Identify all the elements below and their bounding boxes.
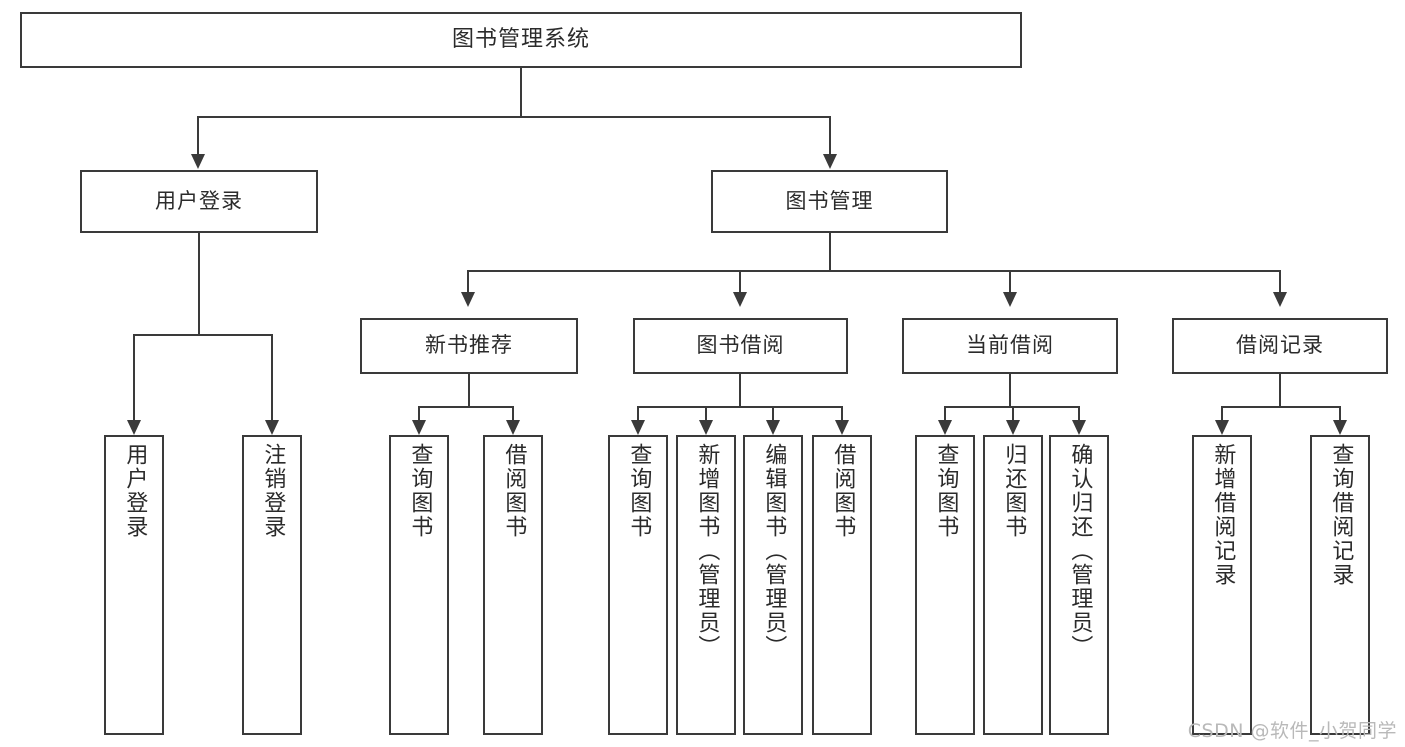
node-new-book-recommend[interactable]: 新书推荐 [360,318,578,374]
arrowhead-user-login [191,154,205,169]
connector-borrow-record-drop-2 [1339,406,1341,420]
arrowhead-leaf-query-book-3 [938,420,952,435]
connector-user-login-drop-1 [133,334,135,420]
node-current-borrow[interactable]: 当前借阅 [902,318,1118,374]
connector-new-book-bus [418,406,513,408]
connector-new-book-drop-1 [418,406,420,420]
connector-book-borrow-bus [637,406,842,408]
connector-user-login-bus [133,334,272,336]
node-label: 图书借阅 [696,333,785,358]
connector-book-management-bus [467,270,1281,272]
connector-current-borrow-drop-2 [1012,406,1014,420]
leaf-label: 新增图书（管理员） [694,443,720,659]
connector-bm-drop-book-borrow [739,270,741,292]
arrowhead-book-borrow [733,292,747,307]
leaf-user-login[interactable]: 用户登录 [104,435,164,735]
arrowhead-book-management [823,154,837,169]
leaf-label: 编辑图书（管理员） [761,443,787,659]
node-label: 图书管理系统 [451,26,590,52]
leaf-label: 用户登录 [122,443,148,539]
connector-root-drop-book-management [829,116,831,154]
connector-borrow-record-stem [1279,374,1281,408]
arrowhead-leaf-query-record [1333,420,1347,435]
connector-book-management-stem [829,233,831,271]
connector-current-borrow-stem [1009,374,1011,408]
leaf-label: 借阅图书 [830,443,856,539]
connector-book-borrow-drop-4 [841,406,843,420]
node-label: 借阅记录 [1236,333,1324,358]
leaf-label: 确认归还（管理员） [1067,443,1093,659]
leaf-label: 查询借阅记录 [1328,443,1354,587]
connector-book-borrow-stem [739,374,741,408]
arrowhead-leaf-borrow-book-2 [835,420,849,435]
connector-book-borrow-drop-2 [705,406,707,420]
node-borrow-record[interactable]: 借阅记录 [1172,318,1388,374]
connector-borrow-record-bus [1221,406,1340,408]
connector-bm-drop-new-book [467,270,469,292]
leaf-label: 查询图书 [626,443,652,539]
connector-user-login-drop-2 [271,334,273,420]
arrowhead-leaf-edit-book [766,420,780,435]
node-label: 图书管理 [785,188,874,213]
leaf-label: 借阅图书 [501,443,527,539]
connector-book-borrow-drop-3 [772,406,774,420]
arrowhead-leaf-query-book-1 [412,420,426,435]
leaf-label: 查询图书 [933,443,959,539]
leaf-label: 新增借阅记录 [1210,443,1236,587]
connector-new-book-stem [468,374,470,408]
arrowhead-leaf-add-book [699,420,713,435]
connector-current-borrow-drop-3 [1078,406,1080,420]
connector-root-bus [197,116,831,118]
arrowhead-current-borrow [1003,292,1017,307]
leaf-return-book[interactable]: 归还图书 [983,435,1043,735]
leaf-add-book-admin[interactable]: 新增图书（管理员） [676,435,736,735]
connector-root-drop-user-login [197,116,199,154]
connector-root-stem [520,68,522,116]
connector-user-login-stem [198,233,200,335]
arrowhead-leaf-confirm-return [1072,420,1086,435]
connector-bm-drop-borrow-record [1279,270,1281,292]
arrowhead-borrow-record [1273,292,1287,307]
arrowhead-leaf-return-book [1006,420,1020,435]
leaf-query-book-borrow[interactable]: 查询图书 [608,435,668,735]
leaf-query-book-new-book[interactable]: 查询图书 [389,435,449,735]
node-book-management[interactable]: 图书管理 [711,170,948,233]
leaf-query-borrow-record[interactable]: 查询借阅记录 [1310,435,1370,735]
node-book-borrow[interactable]: 图书借阅 [633,318,848,374]
leaf-label: 查询图书 [407,443,433,539]
leaf-logout-login[interactable]: 注销登录 [242,435,302,735]
watermark-text: CSDN @软件_小贺同学 [1187,720,1397,742]
leaf-confirm-return-admin[interactable]: 确认归还（管理员） [1049,435,1109,735]
arrowhead-leaf-borrow-book-1 [506,420,520,435]
node-label: 用户登录 [155,188,243,213]
leaf-query-book-current[interactable]: 查询图书 [915,435,975,735]
arrowhead-leaf-logout-login [265,420,279,435]
arrowhead-leaf-user-login [127,420,141,435]
connector-new-book-drop-2 [512,406,514,420]
leaf-label: 归还图书 [1001,443,1027,539]
node-user-login[interactable]: 用户登录 [80,170,318,233]
connector-borrow-record-drop-1 [1221,406,1223,420]
node-label: 当前借阅 [966,333,1054,358]
leaf-label: 注销登录 [260,443,286,539]
arrowhead-leaf-add-record [1215,420,1229,435]
node-book-management-system[interactable]: 图书管理系统 [20,12,1022,68]
connector-current-borrow-bus [944,406,1079,408]
arrowhead-new-book-recommend [461,292,475,307]
connector-book-borrow-drop-1 [637,406,639,420]
leaf-add-borrow-record[interactable]: 新增借阅记录 [1192,435,1252,735]
leaf-borrow-book-borrow[interactable]: 借阅图书 [812,435,872,735]
node-label: 新书推荐 [425,333,513,358]
arrowhead-leaf-query-book-2 [631,420,645,435]
connector-bm-drop-current-borrow [1009,270,1011,292]
leaf-borrow-book-new-book[interactable]: 借阅图书 [483,435,543,735]
leaf-edit-book-admin[interactable]: 编辑图书（管理员） [743,435,803,735]
connector-current-borrow-drop-1 [944,406,946,420]
